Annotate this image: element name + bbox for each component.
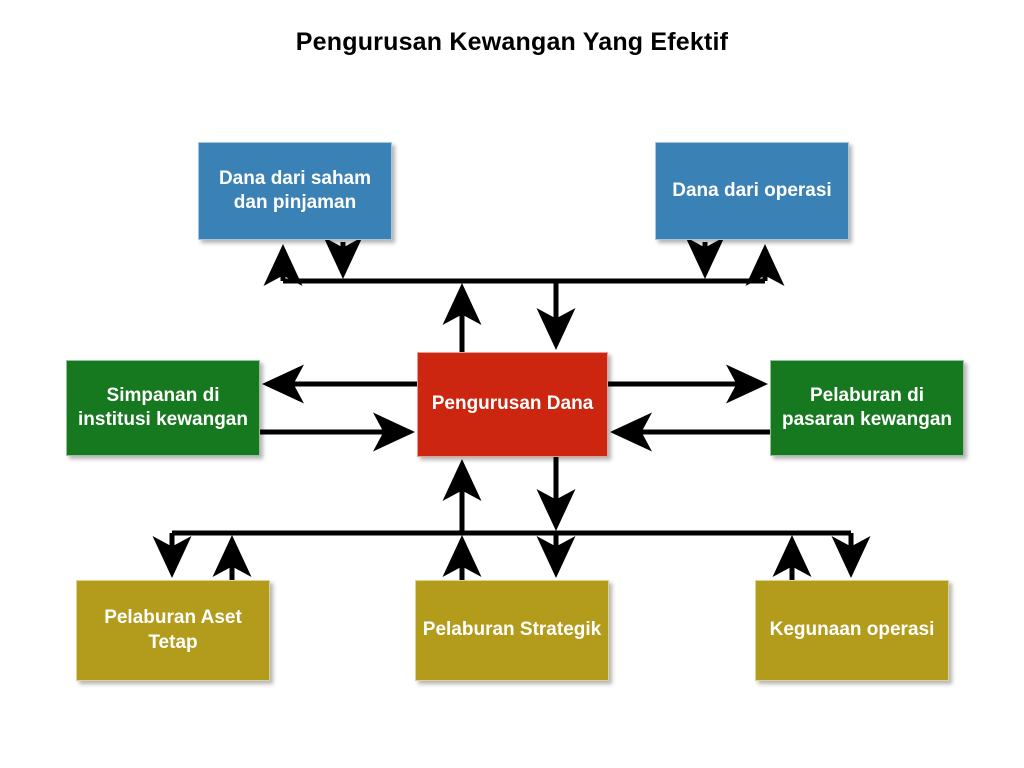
node-left-green-label: Simpanan di institusi kewangan <box>78 384 248 430</box>
node-left-green[interactable]: Simpanan di institusi kewangan <box>66 360 260 456</box>
node-bottom-right-label: Kegunaan operasi <box>769 619 935 641</box>
node-center-label: Pengurusan Dana <box>431 393 594 415</box>
node-center[interactable]: Pengurusan Dana <box>417 352 608 457</box>
node-right-green-label: Pelaburan di pasaran kewangan <box>781 384 953 430</box>
node-bottom-center-label: Pelaburan Strategik <box>422 619 602 641</box>
node-bottom-center[interactable]: Pelaburan Strategik <box>415 580 609 681</box>
node-bottom-left[interactable]: Pelaburan Aset Tetap <box>76 580 270 681</box>
node-source-right[interactable]: Dana dari operasi <box>655 142 849 240</box>
node-source-left-label: Dana dari saham dan pinjaman <box>218 167 372 213</box>
node-bottom-right[interactable]: Kegunaan operasi <box>755 580 949 681</box>
node-right-green[interactable]: Pelaburan di pasaran kewangan <box>770 360 964 456</box>
node-source-left[interactable]: Dana dari saham dan pinjaman <box>198 142 392 240</box>
node-bottom-left-label: Pelaburan Aset Tetap <box>104 607 242 653</box>
node-source-right-label: Dana dari operasi <box>672 179 832 201</box>
page-title: Pengurusan Kewangan Yang Efektif <box>295 28 729 56</box>
